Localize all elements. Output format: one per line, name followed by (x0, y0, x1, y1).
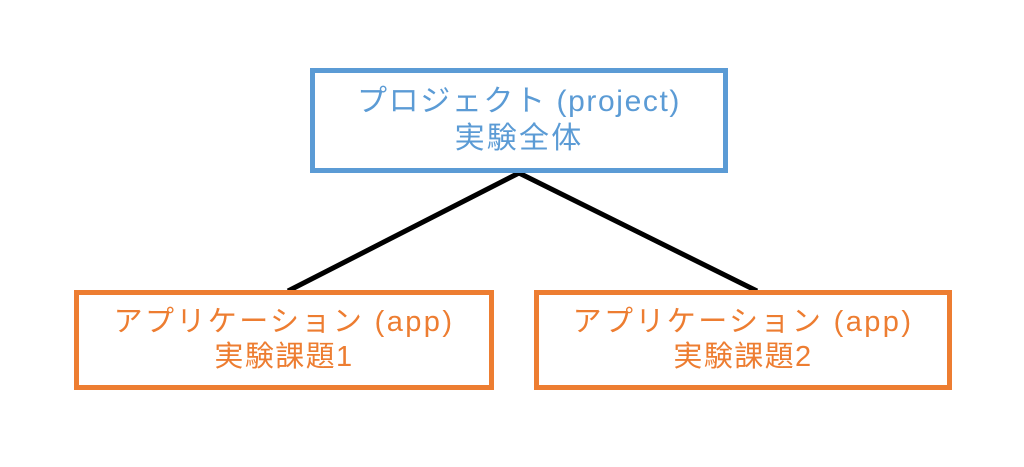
node-project: プロジェクト (project) 実験全体 (310, 68, 728, 173)
node-app-2-subtitle: 実験課題2 (673, 341, 813, 373)
node-app-1: アプリケーション (app) 実験課題1 (74, 290, 494, 390)
edge-project-to-app-1 (286, 170, 521, 294)
edge-project-to-app-2 (517, 170, 759, 294)
node-app-2-title: アプリケーション (app) (572, 305, 914, 338)
node-project-title: プロジェクト (project) (357, 84, 681, 118)
node-app-1-subtitle: 実験課題1 (214, 341, 354, 373)
node-project-subtitle: 実験全体 (454, 121, 584, 155)
node-app-2: アプリケーション (app) 実験課題2 (534, 290, 952, 390)
node-app-1-title: アプリケーション (app) (113, 305, 455, 338)
